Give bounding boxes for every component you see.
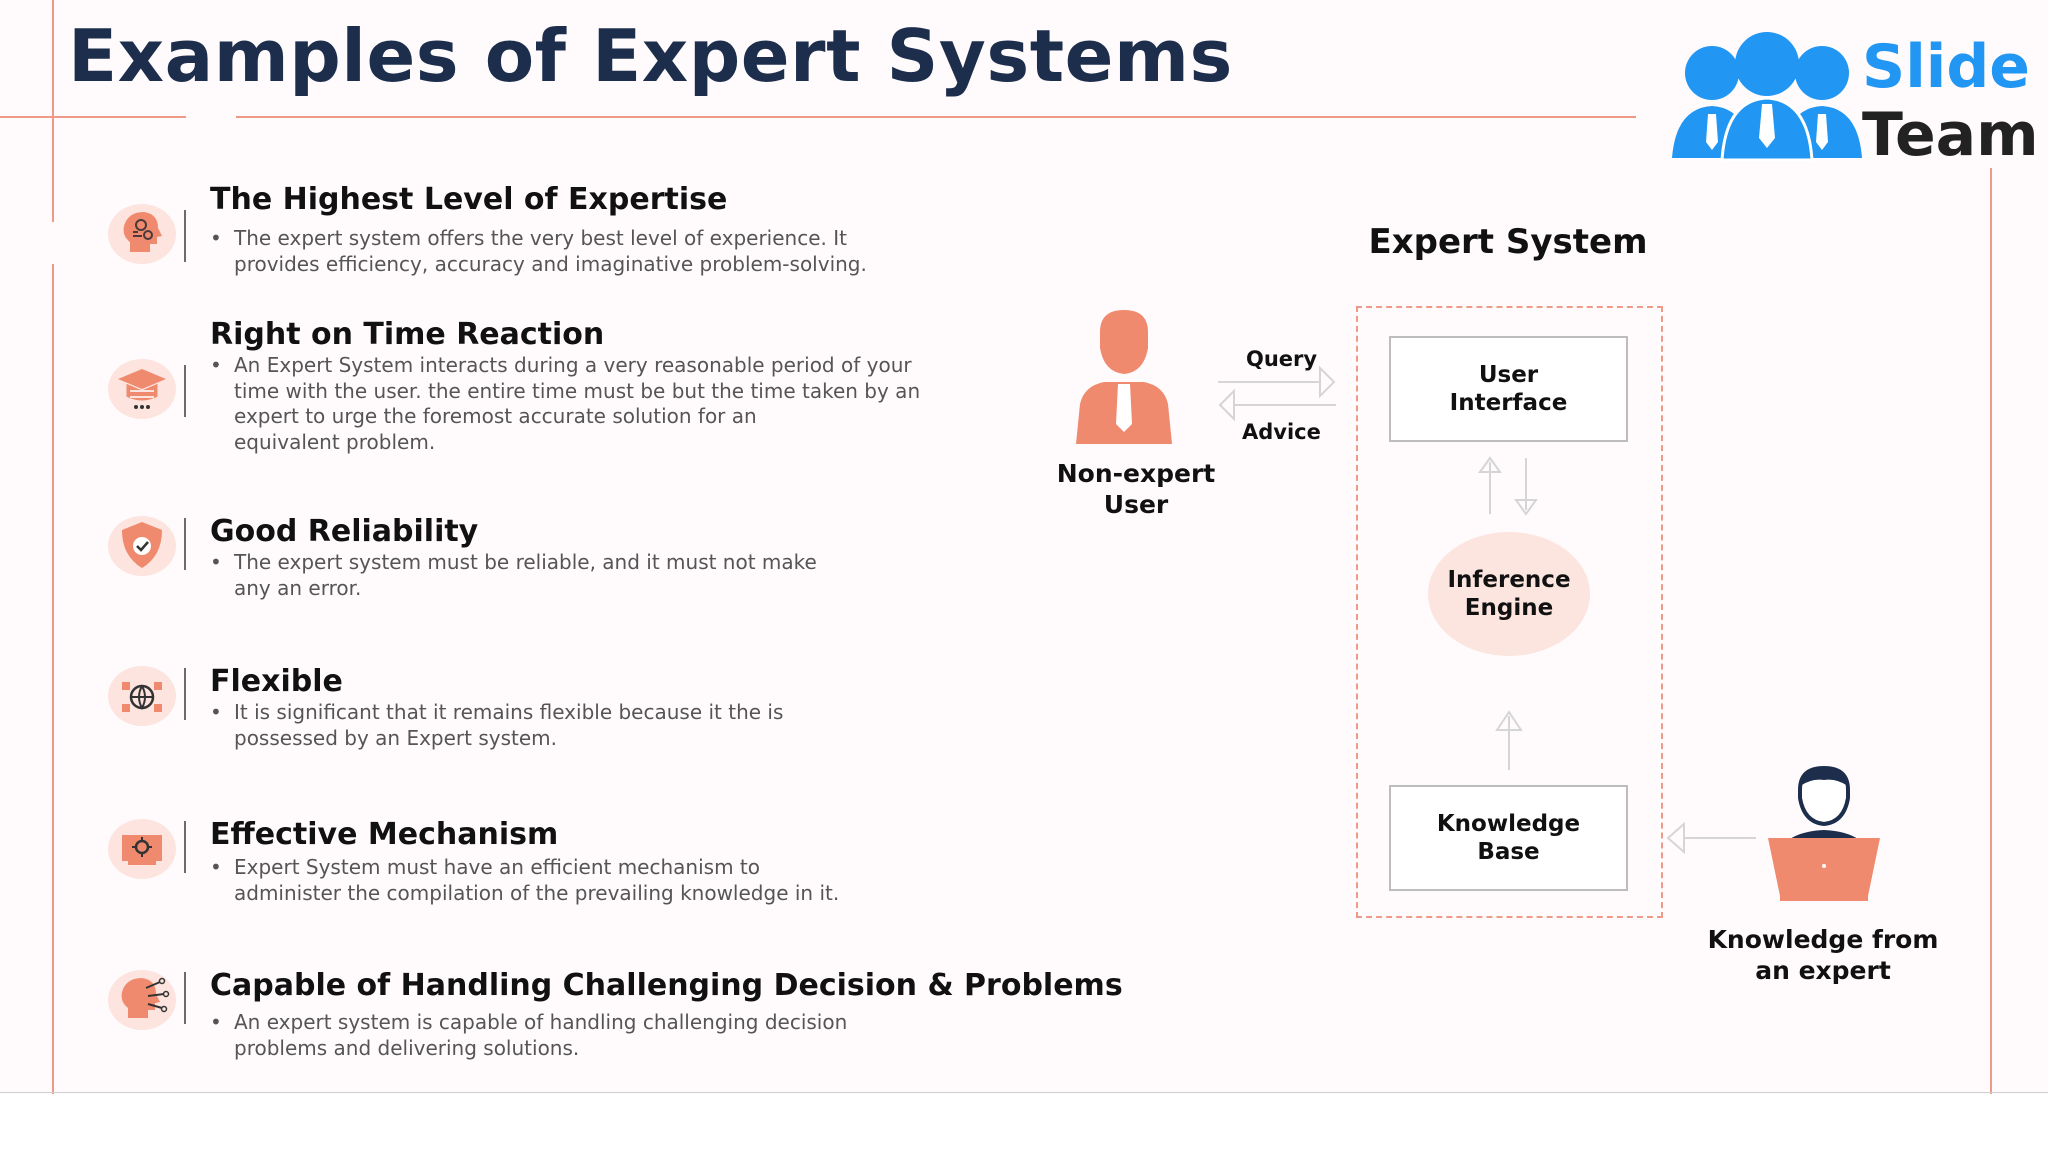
logo-text-slide: Slide bbox=[1862, 32, 2030, 102]
advice-label: Advice bbox=[1242, 420, 1321, 444]
expert-system-container bbox=[1356, 306, 1663, 918]
advice-arrow-icon bbox=[1218, 388, 1336, 422]
label-line: Knowledge from bbox=[1707, 925, 1939, 954]
feature-title: Effective Mechanism bbox=[210, 817, 559, 852]
feature-item: The Highest Level of Expertise • The exp… bbox=[108, 182, 1008, 292]
feature-item: Good Reliability • The expert system mus… bbox=[108, 514, 1008, 614]
feature-item: Flexible • It is significant that it rem… bbox=[108, 664, 1008, 764]
divider bbox=[184, 518, 186, 570]
label-line: Interface bbox=[1449, 390, 1568, 416]
non-expert-user-label: Non-expert User bbox=[1036, 458, 1236, 520]
head-circuit-icon bbox=[108, 962, 184, 1038]
divider bbox=[184, 365, 186, 417]
knowledge-base-box: Knowledge Base bbox=[1389, 785, 1628, 891]
feature-description: • The expert system must be reliable, an… bbox=[210, 550, 817, 600]
feature-title: Flexible bbox=[210, 664, 343, 699]
feature-item: Effective Mechanism • Expert System must… bbox=[108, 817, 1008, 917]
frame-left-bottom bbox=[52, 264, 54, 1094]
label-line: an expert bbox=[1755, 956, 1891, 985]
team-people-icon bbox=[1672, 32, 1862, 162]
bidirectional-arrow-icon bbox=[1478, 456, 1538, 516]
feature-line: An expert system is capable of handling … bbox=[234, 1010, 848, 1034]
globe-network-icon bbox=[108, 658, 184, 734]
frame-right bbox=[1990, 168, 1992, 1094]
feature-title: Capable of Handling Challenging Decision… bbox=[210, 968, 1123, 1003]
up-arrow-icon bbox=[1495, 710, 1523, 770]
feature-line: Expert System must have an efficient mec… bbox=[234, 855, 760, 879]
divider bbox=[184, 668, 186, 720]
graduation-cap-icon bbox=[108, 353, 184, 429]
feature-line: provides efficiency, accuracy and imagin… bbox=[234, 251, 867, 276]
feature-description: • An Expert System interacts during a ve… bbox=[210, 353, 921, 454]
feature-item: Right on Time Reaction • An Expert Syste… bbox=[108, 317, 1008, 467]
query-arrow-icon bbox=[1218, 365, 1336, 399]
feature-description: • It is significant that it remains flex… bbox=[210, 700, 784, 750]
left-arrow-icon bbox=[1666, 821, 1756, 855]
feature-title: Good Reliability bbox=[210, 514, 479, 549]
head-gears-icon bbox=[108, 196, 184, 272]
feature-line: possessed by an Expert system. bbox=[234, 725, 558, 750]
feature-description: • An expert system is capable of handlin… bbox=[210, 1010, 848, 1060]
label-line: User bbox=[1478, 362, 1539, 388]
slide: Examples of Expert Systems Slide Team bbox=[0, 0, 2048, 1094]
feature-line: time with the user. the entire time must… bbox=[234, 378, 921, 403]
feature-title: Right on Time Reaction bbox=[210, 317, 605, 352]
feature-line: The expert system must be reliable, and … bbox=[234, 550, 817, 574]
label-line: Knowledge bbox=[1436, 811, 1581, 837]
label-line: Inference bbox=[1447, 567, 1571, 593]
feature-line: The expert system offers the very best l… bbox=[234, 226, 847, 250]
feature-title: The Highest Level of Expertise bbox=[210, 182, 728, 217]
expert-laptop-icon bbox=[1764, 765, 1888, 906]
label-line: Engine bbox=[1464, 595, 1554, 621]
shield-check-icon bbox=[108, 508, 184, 584]
footer-rule bbox=[0, 1092, 2048, 1093]
slideteam-logo: Slide Team bbox=[1664, 28, 2039, 170]
divider bbox=[184, 821, 186, 873]
user-interface-box: User Interface bbox=[1389, 336, 1628, 442]
feature-line: equivalent problem. bbox=[234, 429, 436, 454]
non-expert-user-icon bbox=[1074, 308, 1198, 448]
feature-line: An Expert System interacts during a very… bbox=[234, 353, 912, 377]
divider bbox=[184, 972, 186, 1024]
diagram-title: Expert System bbox=[1368, 222, 1648, 262]
query-label: Query bbox=[1246, 347, 1318, 371]
expert-knowledge-label: Knowledge from an expert bbox=[1698, 924, 1948, 986]
logo-text-team: Team bbox=[1862, 100, 2039, 170]
header-rule-left bbox=[0, 116, 186, 118]
divider bbox=[184, 210, 186, 262]
feature-line: administer the compilation of the prevai… bbox=[234, 880, 840, 905]
label-line: Base bbox=[1477, 839, 1540, 865]
header-rule-right bbox=[236, 116, 1636, 118]
feature-line: expert to urge the foremost accurate sol… bbox=[234, 404, 757, 428]
feature-line: It is significant that it remains flexib… bbox=[234, 700, 784, 724]
label-line: User bbox=[1103, 490, 1169, 519]
inference-engine-node: Inference Engine bbox=[1428, 532, 1590, 656]
feature-item: Capable of Handling Challenging Decision… bbox=[108, 968, 1123, 1068]
feature-description: • The expert system offers the very best… bbox=[210, 226, 867, 276]
feature-line: any an error. bbox=[234, 575, 362, 600]
label-line: Non-expert bbox=[1056, 459, 1216, 488]
page-title: Examples of Expert Systems bbox=[68, 14, 1233, 98]
monitor-gear-icon bbox=[108, 811, 184, 887]
frame-left-top bbox=[52, 0, 54, 222]
feature-line: problems and delivering solutions. bbox=[234, 1035, 580, 1060]
feature-description: • Expert System must have an efficient m… bbox=[210, 855, 840, 905]
